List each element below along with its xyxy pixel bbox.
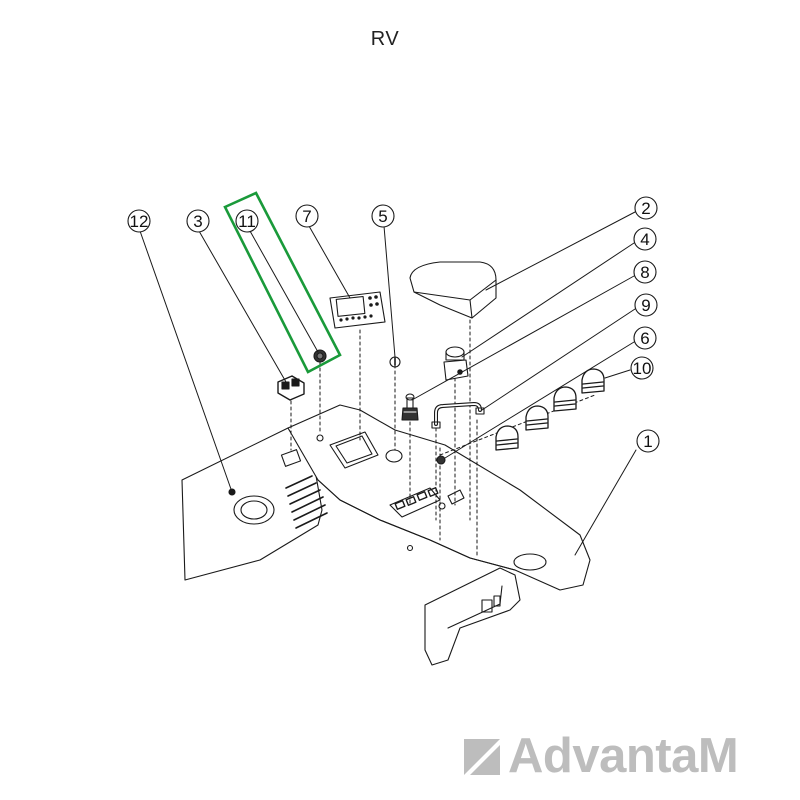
callout-2: 2 (634, 196, 658, 220)
grommet (436, 455, 446, 465)
svg-text:9: 9 (641, 296, 650, 315)
callout-10: 10 (630, 356, 654, 380)
part-highlight-box (223, 191, 342, 374)
emergency-stop (443, 346, 469, 381)
lever-boots (495, 368, 605, 451)
callout-8: 8 (633, 260, 657, 284)
svg-text:8: 8 (640, 263, 649, 282)
small-plug (389, 356, 401, 368)
callout-12: 12 (127, 209, 151, 233)
armrest-cushion (409, 261, 497, 319)
main-console-body (280, 404, 591, 666)
svg-text:5: 5 (378, 207, 387, 226)
callout-3: 3 (186, 209, 210, 233)
display-unit (329, 291, 386, 329)
brand-watermark: AdvantaM (462, 728, 782, 784)
connector-block (277, 375, 305, 401)
svg-text:12: 12 (130, 212, 149, 231)
small-knob (313, 349, 327, 363)
svg-text:10: 10 (633, 359, 652, 378)
callout-9: 9 (634, 293, 658, 317)
svg-text:2: 2 (641, 199, 650, 218)
svg-text:4: 4 (640, 230, 649, 249)
advantam-logo-icon (464, 739, 500, 775)
svg-text:6: 6 (640, 329, 649, 348)
callout-11: 11 (235, 209, 259, 233)
grab-handle (431, 402, 485, 429)
svg-text:11: 11 (238, 212, 256, 231)
callout-7: 7 (295, 204, 319, 228)
joystick (401, 393, 419, 421)
svg-text:1: 1 (643, 432, 652, 451)
page-title: RV (370, 28, 400, 50)
brand-name: AdvantaM (508, 729, 739, 783)
svg-text:7: 7 (302, 207, 311, 226)
callout-6: 6 (633, 326, 657, 350)
callout-4: 4 (633, 227, 657, 251)
svg-text:3: 3 (193, 212, 202, 231)
callout-1: 1 (636, 429, 660, 453)
callout-5: 5 (371, 204, 395, 228)
